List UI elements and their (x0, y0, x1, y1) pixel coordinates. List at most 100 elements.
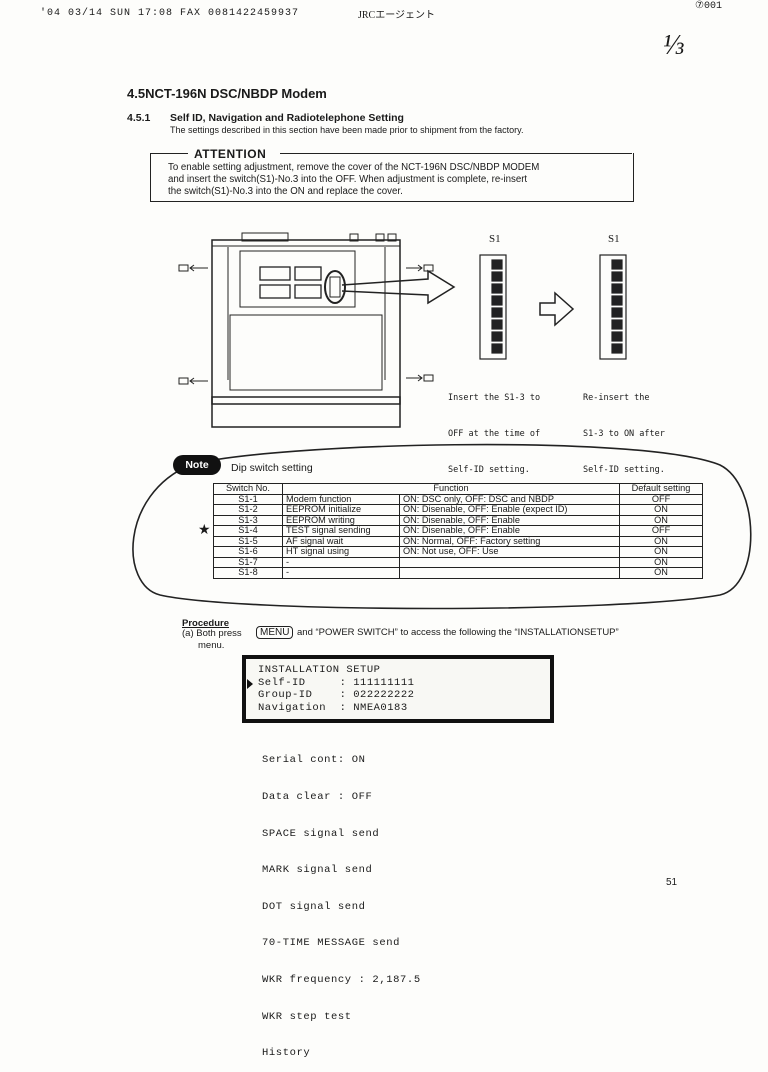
switch-label-right: S1 (608, 233, 620, 245)
caption-left: Insert the S1-3 to OFF at the time of Se… (448, 368, 540, 488)
arrow-to-switch-icon (341, 269, 456, 305)
table-row: S1-8 - ON (213, 567, 703, 579)
attention-border (150, 153, 188, 154)
subsection-number: 4.5.1 (127, 112, 151, 124)
default-setting: ON (619, 535, 703, 547)
caption-line: S1-3 to ON after (583, 429, 665, 439)
function-desc: ON: Normal, OFF: Factory setting (399, 535, 620, 547)
section-title: 4.5NCT-196N DSC/NBDP Modem (127, 86, 327, 101)
switch-no: S1-8 (213, 567, 283, 579)
note-oval (132, 443, 752, 610)
function-desc (399, 556, 620, 568)
left-screw-arrows (178, 264, 434, 385)
switch-arrow-icon (539, 291, 575, 327)
screen-title: INSTALLATION SETUP (258, 664, 381, 676)
procedure-step-prefix: (a) Both press (182, 628, 242, 639)
switch-label-left: S1 (489, 233, 501, 245)
menu-item: DOT signal send (262, 900, 366, 913)
attention-border (280, 153, 632, 154)
function-name: AF signal wait (282, 535, 400, 547)
menu-item: Data clear : OFF (262, 791, 373, 804)
table-row: S1-4 TEST signal sending ON: Disenable, … (213, 525, 703, 537)
modem-front-panel (211, 232, 401, 428)
function-name: EEPROM initialize (282, 504, 400, 516)
menu-item: History (262, 1047, 311, 1060)
attention-text: To enable setting adjustment, remove the… (168, 162, 630, 198)
dip-switch-table: Switch No. Function Default setting S1-1… (213, 483, 703, 579)
note-badge: Note (173, 455, 221, 475)
function-desc: ON: Not use, OFF: Use (399, 546, 620, 558)
function-name: HT signal using (282, 546, 400, 558)
page-number: 51 (666, 877, 678, 888)
menu-item: WKR frequency : 2,187.5 (262, 974, 421, 987)
screen-line-group-id: Group-ID : 022222222 (258, 689, 415, 701)
table-header-row: Switch No. Function Default setting (213, 483, 703, 495)
default-setting: ON (619, 514, 703, 526)
cursor-arrow-icon (247, 679, 253, 689)
caption-line: Self-ID setting. (448, 465, 530, 475)
switch-no: S1-3 (213, 514, 283, 526)
caption-line: Re-insert the (583, 393, 650, 403)
default-setting: OFF (619, 525, 703, 537)
default-setting: OFF (619, 493, 703, 505)
function-name: Modem function (282, 493, 400, 505)
table-row: S1-6 HT signal using ON: Not use, OFF: U… (213, 546, 703, 558)
handwritten-page-mark: ⅓ (663, 30, 684, 61)
function-desc: ON: Disenable, OFF: Enable (399, 514, 620, 526)
attention-box (150, 153, 634, 202)
menu-item: 70-TIME MESSAGE send (262, 937, 401, 950)
attention-line: the switch(S1)-No.3 into the ON and repl… (168, 186, 403, 197)
caption-line: OFF at the time of (448, 429, 541, 439)
function-desc: ON: DSC only, OFF: DSC and NBDP (399, 493, 620, 505)
dip-switch-left-icon (479, 254, 507, 360)
dip-switch-right-icon (599, 254, 627, 360)
fax-header-sender: JRCエージェント (358, 10, 436, 21)
menu-list: Serial cont: ON Data clear : OFF SPACE s… (262, 730, 421, 1072)
header-function: Function (282, 483, 620, 495)
menu-item: Serial cont: ON (262, 754, 366, 767)
function-desc: ON: Disenable, OFF: Enable (399, 525, 620, 537)
switch-no: S1-5 (213, 535, 283, 547)
function-name: TEST signal sending (282, 525, 400, 537)
function-name: EEPROM writing (282, 514, 400, 526)
subsection-title: Self ID, Navigation and Radiotelephone S… (170, 112, 404, 124)
caption-line: Insert the S1-3 to (448, 393, 541, 403)
attention-line: and insert the switch(S1)-No.3 into the … (168, 174, 528, 185)
menu-key-label: MENU (256, 626, 294, 639)
table-row: S1-3 EEPROM writing ON: Disenable, OFF: … (213, 514, 703, 526)
menu-item: SPACE signal send (262, 827, 380, 840)
switch-no: S1-1 (213, 493, 283, 505)
dip-switch-title: Dip switch setting (231, 462, 313, 474)
switch-no: S1-2 (213, 504, 283, 516)
menu-item: MARK signal send (262, 864, 373, 877)
procedure-title: Procedure (182, 618, 229, 629)
default-setting: ON (619, 567, 703, 579)
fax-header-left: '04 03/14 SUN 17:08 FAX 0081422459937 (40, 8, 300, 19)
table-row: S1-2 EEPROM initialize ON: Disenable, OF… (213, 504, 703, 516)
header-default: Default setting (619, 483, 703, 495)
menu-item: WKR step test (262, 1010, 352, 1023)
fax-header-page: ⑦001 (695, 1, 722, 12)
caption-line: Self-ID setting. (583, 465, 665, 475)
switch-no: S1-4 (213, 525, 283, 537)
intro-text: The settings described in this section h… (170, 125, 524, 135)
attention-title: ATTENTION (194, 147, 267, 161)
caption-right: Re-insert the S1-3 to ON after Self-ID s… (583, 368, 665, 488)
installation-setup-screen (242, 655, 554, 723)
header-switch: Switch No. (213, 483, 283, 495)
table-row: S1-7 - ON (213, 556, 703, 568)
table-row: S1-5 AF signal wait ON: Normal, OFF: Fac… (213, 535, 703, 547)
modem-diagram (178, 232, 627, 428)
screen-line-self-id: Self-ID : 111111111 (258, 677, 415, 689)
default-setting: ON (619, 546, 703, 558)
switch-no: S1-7 (213, 556, 283, 568)
attention-line: To enable setting adjustment, remove the… (168, 162, 540, 173)
screen-line-navigation: Navigation : NMEA0183 (258, 702, 408, 714)
function-name: - (282, 567, 400, 579)
switch-no: S1-6 (213, 546, 283, 558)
function-name: - (282, 556, 400, 568)
procedure-step-text: and “POWER SWITCH” to access the followi… (297, 627, 619, 638)
table-row: S1-1 Modem function ON: DSC only, OFF: D… (213, 493, 703, 505)
star-icon: ★ (198, 521, 211, 537)
function-desc: ON: Disenable, OFF: Enable (expect ID) (399, 504, 620, 516)
